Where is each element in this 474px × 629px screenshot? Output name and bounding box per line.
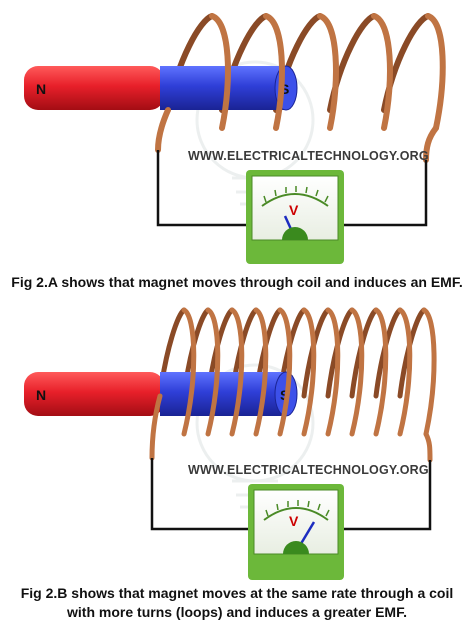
watermark-text: WWW.ELECTRICALTECHNOLOGY.ORG [188, 463, 429, 477]
figure-b-caption-line1: Fig 2.B shows that magnet moves at the s… [20, 585, 454, 601]
magnet-north-half [24, 372, 164, 416]
bar-magnet: N S [24, 65, 298, 111]
north-pole-label: N [36, 387, 46, 403]
coil-front [155, 13, 446, 163]
circuit-wires [150, 458, 432, 531]
circuit-wires [156, 150, 428, 227]
voltmeter: V [248, 484, 344, 580]
watermark-text: WWW.ELECTRICALTECHNOLOGY.ORG [188, 149, 429, 163]
bar-magnet: N S [24, 371, 298, 417]
needle-pivot [282, 227, 308, 240]
figure-b-caption: Fig 2.B shows that magnet moves at the s… [0, 584, 474, 622]
figure-a-caption-text: Fig 2.A shows that magnet moves through … [11, 274, 463, 290]
coil-back [157, 307, 427, 399]
north-pole-label: N [36, 81, 46, 97]
figure-a-caption: Fig 2.A shows that magnet moves through … [0, 273, 474, 292]
figure-a-diagram: N S WWW.ELECTRICALTECHNOLOGY.ORG [24, 13, 446, 264]
magnet-north-half [24, 66, 164, 110]
magnet-south-half [160, 372, 288, 416]
voltmeter-label: V [289, 202, 299, 218]
voltmeter-label: V [289, 513, 299, 529]
south-pole-label: S [280, 387, 289, 403]
figure-b: N S WWW.ELECTRICALTECHNOLOGY.ORG [0, 288, 474, 588]
voltmeter: V [246, 170, 344, 264]
coil-front [149, 307, 437, 463]
figure-b-caption-line2: with more turns (loops) and induces a gr… [67, 604, 407, 620]
figure-b-diagram: N S WWW.ELECTRICALTECHNOLOGY.ORG [24, 307, 437, 580]
figure-a: N S WWW.ELECTRICALTECHNOLOGY.ORG [0, 0, 474, 272]
needle-pivot [283, 541, 309, 554]
south-pole-label: S [280, 81, 289, 97]
